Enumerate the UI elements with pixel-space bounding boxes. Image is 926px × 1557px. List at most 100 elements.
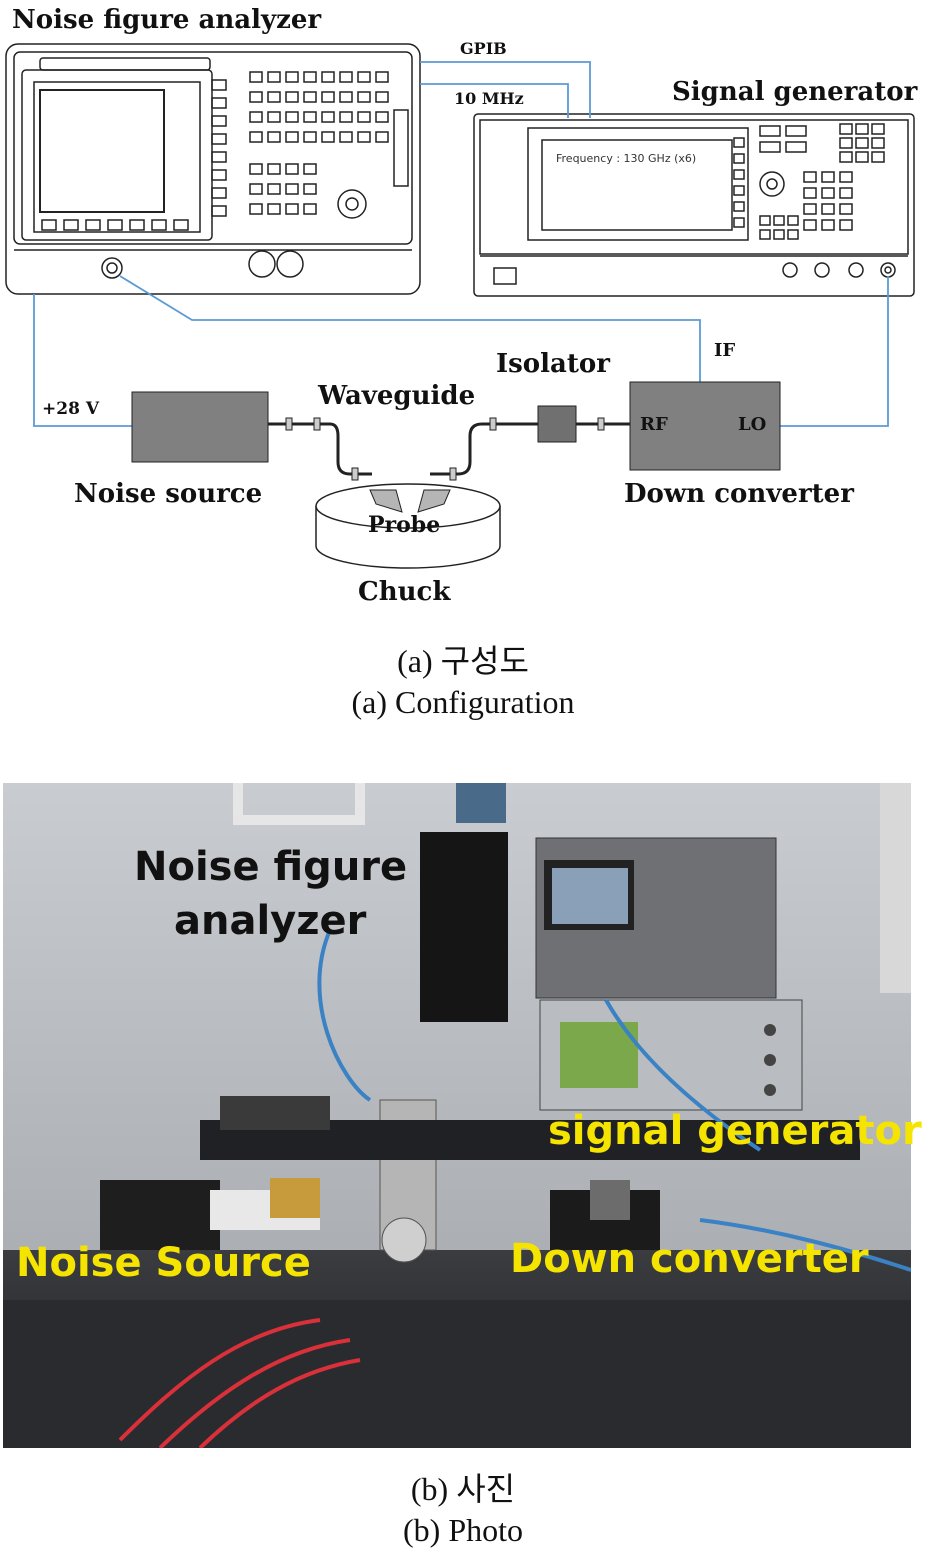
plus-28v-cable [33,294,132,427]
caption-a-korean: (a) 구성도 [397,643,529,679]
nfa-keypad-key [303,91,317,103]
nfa-keypad-key [303,183,317,195]
nfa-softkey [211,151,227,163]
label-signal-generator: Signal generator [672,77,918,107]
nfa-keypad-key [303,163,317,175]
nfa-keypad-key [267,131,281,143]
label-plus-28v: +28 V [42,399,100,419]
noise-source-block [131,391,269,463]
nfa-keypad-key [285,131,299,143]
nfa-keypad-key [321,71,335,83]
sg-keypad-key [871,151,885,163]
nfa-keypad-key [267,163,281,175]
photo-label-noise-figure-analyzer-line1: Noise figure [134,844,407,890]
sg-keypad-key [839,123,853,135]
nfa-softkey [211,205,227,217]
sg-keypad-key [803,171,817,183]
nfa-keypad-key [357,131,371,143]
nfa-keypad-key [267,183,281,195]
chuck [315,483,501,569]
nfa-keypad-key [375,71,389,83]
nfa-softkey [211,115,227,127]
nfa-keypad-key [249,131,263,143]
caption-b-korean: (b) 사진 [410,1471,516,1507]
nfa-keypad-key [285,111,299,123]
nfa-bottom-key [173,219,189,231]
connection-cables [33,61,889,427]
frequency-display-text: Frequency : 130 GHz (x6) [556,152,696,165]
sg-keypad-key [839,219,853,231]
label-noise-figure-analyzer: Noise figure analyzer [12,5,321,35]
sg-keypad-key [803,219,817,231]
sg-keypad-key [839,171,853,183]
sg-keypad-key [803,187,817,199]
nfa-keypad-key [339,71,353,83]
sg-keypad-key [759,141,781,153]
sg-softkey [733,169,745,180]
nfa-keypad-key [375,111,389,123]
nfa-keypad-key [249,163,263,175]
nfa-keypad-key [267,111,281,123]
nfa-keypad-key [249,203,263,215]
sg-keypad-key [759,215,771,226]
lab-setup-photo: Noise figure analyzer signal generator N… [3,783,922,1448]
nfa-keypad-key [357,111,371,123]
isolator-block [537,405,577,443]
label-down-converter: Down converter [624,479,854,509]
nfa-bottom-key [151,219,167,231]
caption-b-english: (b) Photo [403,1512,523,1548]
nfa-keypad-key [303,71,317,83]
sg-keypad-key [821,203,835,215]
caption-a-english: (a) Configuration [351,684,575,720]
sg-keypad-key [855,123,869,135]
sg-keypad-key [773,215,785,226]
sg-softkey [733,185,745,196]
nfa-bottom-key [129,219,145,231]
nfa-keypad-key [303,203,317,215]
sg-keypad-key [821,219,835,231]
configuration-diagram: Frequency : 130 GHz (x6) [5,5,918,607]
gpib-cable [420,61,591,118]
photo-label-down-converter: Down converter [510,1236,869,1282]
sg-keypad-key [839,151,853,163]
label-rf: RF [640,414,668,435]
nfa-keypad-key [339,111,353,123]
nfa-bottom-key [41,219,57,231]
label-ten-mhz: 10 MHz [454,89,524,108]
nfa-keypad-key [339,91,353,103]
nfa-keypad-key [321,131,335,143]
nfa-keypad-key [249,111,263,123]
sg-keypad-key [773,229,785,240]
sg-softkey [733,153,745,164]
photo-label-noise-source: Noise Source [16,1240,311,1286]
nfa-keypad-key [321,111,335,123]
down-converter-block [629,381,781,471]
label-gpib: GPIB [460,39,507,58]
nfa-keypad-key [267,91,281,103]
nfa-keypad-key [267,71,281,83]
nfa-keypad-key [285,91,299,103]
signal-generator-instrument [473,113,915,297]
label-probe: Probe [368,512,440,538]
sg-keypad-key [759,125,781,137]
sg-keypad-key [871,123,885,135]
label-isolator: Isolator [496,349,610,379]
sg-softkey [733,137,745,148]
sg-keypad-key [759,229,771,240]
nfa-softkey [211,133,227,145]
if-cable [119,275,701,382]
nfa-keypad-key [285,71,299,83]
nfa-keypad-key [267,203,281,215]
nfa-keypad-key [285,203,299,215]
probe-tips [369,489,451,513]
nfa-keypad-key [321,91,335,103]
nfa-keypad-key [357,91,371,103]
photo-label-signal-generator: signal generator [548,1108,922,1154]
right-waveguide [430,417,630,481]
sg-keypad-key [839,137,853,149]
nfa-keypad-key [375,91,389,103]
label-lo: LO [738,414,766,435]
nfa-softkey [211,79,227,91]
nfa-keypad-key [285,183,299,195]
